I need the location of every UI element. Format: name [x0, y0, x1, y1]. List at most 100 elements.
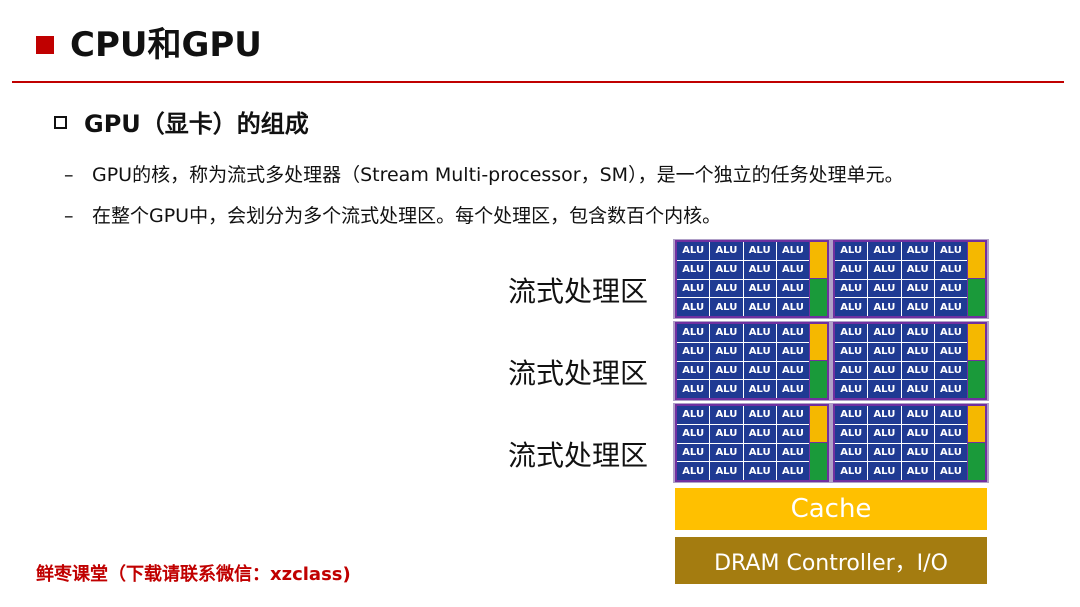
alu-cell: ALU — [743, 406, 776, 424]
alu-cell: ALU — [901, 361, 934, 380]
alu-cell: ALU — [835, 406, 868, 424]
alu-cell: ALU — [868, 406, 901, 424]
alu-cell: ALU — [710, 462, 743, 480]
alu-cell: ALU — [934, 324, 967, 342]
alu-cell: ALU — [868, 380, 901, 398]
alu-cell: ALU — [677, 443, 710, 462]
region-label-2: 流式处理区 — [508, 357, 649, 390]
alu-cell: ALU — [901, 260, 934, 279]
alu-cell: ALU — [776, 361, 809, 380]
region-label-3: 流式处理区 — [508, 439, 649, 472]
local-cache-block — [810, 443, 827, 480]
alu-cell: ALU — [934, 361, 967, 380]
bullet-text-1: GPU的核，称为流式多处理器（Stream Multi-processor，SM… — [92, 164, 904, 186]
alu-cell: ALU — [868, 260, 901, 279]
alu-cell: ALU — [901, 324, 934, 342]
alu-cell: ALU — [710, 298, 743, 316]
alu-cell: ALU — [868, 279, 901, 298]
alu-cell: ALU — [677, 324, 710, 342]
alu-cell: ALU — [868, 342, 901, 361]
control-unit-block — [968, 324, 985, 360]
alu-cell: ALU — [868, 443, 901, 462]
control-unit-block — [968, 242, 985, 278]
alu-cell: ALU — [934, 424, 967, 443]
alu-cell: ALU — [934, 298, 967, 316]
alu-cell: ALU — [901, 380, 934, 398]
alu-cell: ALU — [677, 406, 710, 424]
alu-cell: ALU — [710, 380, 743, 398]
alu-cell: ALU — [743, 424, 776, 443]
bullet-item-1: –GPU的核，称为流式多处理器（Stream Multi-processor，S… — [64, 161, 904, 189]
alu-cell: ALU — [743, 279, 776, 298]
alu-cell: ALU — [934, 406, 967, 424]
alu-cell: ALU — [901, 298, 934, 316]
alu-cell: ALU — [868, 424, 901, 443]
control-unit-block — [810, 324, 827, 360]
alu-cell: ALU — [835, 298, 868, 316]
dram-controller-block: DRAM Controller，I/O — [675, 537, 987, 584]
alu-cell: ALU — [868, 462, 901, 480]
alu-cell: ALU — [835, 279, 868, 298]
local-cache-block — [810, 279, 827, 316]
alu-cell: ALU — [743, 443, 776, 462]
alu-cell: ALU — [901, 462, 934, 480]
title-divider — [12, 81, 1064, 83]
alu-cell: ALU — [710, 342, 743, 361]
alu-cell: ALU — [868, 242, 901, 260]
alu-cell: ALU — [776, 298, 809, 316]
alu-cell: ALU — [710, 406, 743, 424]
bullet-dash: – — [64, 205, 74, 227]
alu-cell: ALU — [868, 361, 901, 380]
alu-cell: ALU — [677, 242, 710, 260]
alu-cell: ALU — [934, 380, 967, 398]
alu-cell: ALU — [934, 260, 967, 279]
alu-cell: ALU — [743, 242, 776, 260]
local-cache-block — [968, 361, 985, 398]
alu-cell: ALU — [710, 242, 743, 260]
control-unit-block — [968, 406, 985, 442]
bullet-text-2: 在整个GPU中，会划分为多个流式处理区。每个处理区，包含数百个内核。 — [92, 205, 722, 227]
alu-cell: ALU — [835, 324, 868, 342]
alu-cell: ALU — [901, 342, 934, 361]
alu-cell: ALU — [677, 380, 710, 398]
alu-cell: ALU — [776, 342, 809, 361]
alu-cell: ALU — [835, 361, 868, 380]
alu-cell: ALU — [776, 462, 809, 480]
alu-cell: ALU — [710, 279, 743, 298]
alu-cell: ALU — [677, 342, 710, 361]
alu-cell: ALU — [835, 380, 868, 398]
alu-cell: ALU — [677, 424, 710, 443]
local-cache-block — [810, 361, 827, 398]
alu-cell: ALU — [776, 279, 809, 298]
alu-cell: ALU — [743, 342, 776, 361]
footer-credit: 鲜枣课堂（下载请联系微信：xzclass) — [36, 564, 351, 585]
alu-cell: ALU — [934, 279, 967, 298]
alu-cell: ALU — [934, 342, 967, 361]
alu-cell: ALU — [835, 462, 868, 480]
alu-cell: ALU — [901, 443, 934, 462]
alu-cell: ALU — [835, 424, 868, 443]
title-bullet-square — [36, 36, 54, 54]
alu-cell: ALU — [710, 260, 743, 279]
alu-cell: ALU — [743, 361, 776, 380]
control-unit-block — [810, 242, 827, 278]
alu-cell: ALU — [934, 242, 967, 260]
alu-cell: ALU — [710, 361, 743, 380]
alu-cell: ALU — [677, 279, 710, 298]
region-label-1: 流式处理区 — [508, 275, 649, 308]
alu-cell: ALU — [776, 324, 809, 342]
slide-subtitle: GPU（显卡）的组成 — [84, 110, 309, 138]
alu-cell: ALU — [901, 424, 934, 443]
